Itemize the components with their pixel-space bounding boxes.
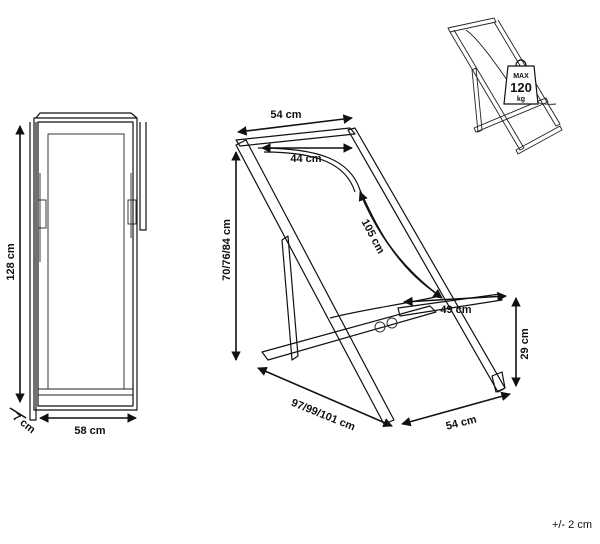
badge-unit-text: kg [517,96,525,103]
side-height-label: 70/76/84 cm [221,219,233,281]
seat-width-dimension-line [403,291,507,307]
load-capacity-thumbnail: MAX 120 kg [447,17,563,155]
seat-width-label: 49 cm [440,304,471,316]
folded-chair-front-view: 128 cm 7 cm 58 cm [5,112,147,437]
seat-height-label: 29 cm [519,328,531,359]
tolerance-note: +/- 2 cm [552,519,592,531]
badge-weight-text: 120 [510,80,532,95]
fabric-length-dimension-line [358,191,443,299]
open-chair-side-view: 54 cm 44 cm 70/76/84 cm 105 cm 49 cm 29 … [221,109,531,434]
bottom-width-label: 54 cm [445,413,478,432]
seat-inner-width-label: 44 cm [290,153,321,165]
height-label: 128 cm [5,243,17,281]
bottom-width-dimension-line [401,391,511,427]
depth-options-label: 97/99/101 cm [289,397,357,434]
depth-dimension-line [9,407,27,419]
top-width-dimension-line [237,114,353,136]
badge-max-text: MAX [513,73,529,80]
top-width-label: 54 cm [270,109,301,121]
weight-badge-icon [503,65,539,105]
depth-options-dimension-line [257,367,393,427]
depth-small-label: 7 cm [10,411,37,436]
front-width-label: 58 cm [74,425,105,437]
